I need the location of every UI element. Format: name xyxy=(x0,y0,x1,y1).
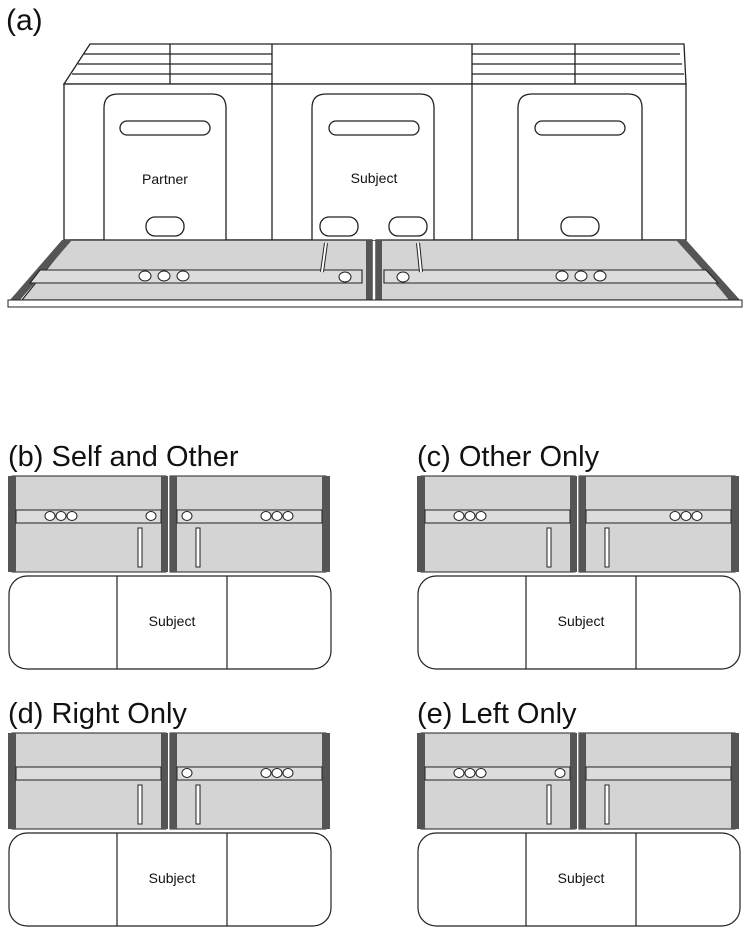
subject-label: Subject xyxy=(149,613,196,629)
partner-label: Partner xyxy=(142,171,188,187)
food-pellet xyxy=(282,768,294,778)
food-pellet xyxy=(464,511,476,521)
food-pellets-right xyxy=(396,270,607,283)
tray-edge-bar xyxy=(579,733,586,829)
tray-edge-bar xyxy=(170,733,177,829)
tray-edge-bar xyxy=(322,476,330,572)
panel-c-enclosure: Subject xyxy=(417,575,741,670)
tray-edge-bar xyxy=(8,733,16,829)
food-rail xyxy=(176,766,323,781)
pulling-rod xyxy=(137,527,143,568)
subject-label: Subject xyxy=(558,870,605,886)
food-pellet xyxy=(181,768,193,778)
tray-edge-bar xyxy=(322,733,330,829)
left-tray xyxy=(10,239,373,302)
panel-e-right-tray xyxy=(578,732,739,830)
enclosure-roof xyxy=(62,43,687,85)
enclosure-outline xyxy=(8,832,332,927)
panel-e-label: (e) Left Only xyxy=(417,698,577,730)
pulling-rod xyxy=(604,527,610,568)
pulling-rod xyxy=(546,784,552,825)
food-pellet xyxy=(464,768,476,778)
food-pellet xyxy=(145,511,157,521)
food-pellet xyxy=(453,511,465,521)
food-rail xyxy=(585,766,732,781)
tray-edge-bar xyxy=(161,733,168,829)
food-pellet xyxy=(669,511,681,521)
panel-c-right-tray xyxy=(578,475,739,573)
food-pellet xyxy=(181,511,193,521)
panel-a-label: (a) xyxy=(6,4,43,37)
right-tray xyxy=(375,239,740,302)
subject-label: Subject xyxy=(351,170,398,186)
pulling-rod xyxy=(195,527,201,568)
food-rail xyxy=(176,509,323,524)
food-pellet xyxy=(282,511,294,521)
panel-d-enclosure: Subject xyxy=(8,832,332,927)
panel-b-label: (b) Self and Other xyxy=(8,441,239,473)
pulling-rod xyxy=(604,784,610,825)
food-pellet xyxy=(691,511,703,521)
food-pellet xyxy=(271,768,283,778)
panel-c-label: (c) Other Only xyxy=(417,441,600,473)
food-pellet xyxy=(554,768,566,778)
food-rail xyxy=(424,766,571,781)
food-rail xyxy=(15,509,162,524)
food-pellets-left xyxy=(138,270,352,283)
tray-edge-bar xyxy=(161,476,168,572)
tray-edge-bar xyxy=(579,476,586,572)
tray-edge-bar xyxy=(731,476,739,572)
panel-b-left-tray xyxy=(8,475,168,573)
enclosure-outline xyxy=(8,575,332,670)
subject-door xyxy=(311,93,435,240)
food-pellet xyxy=(680,511,692,521)
panel-b-enclosure: Subject xyxy=(8,575,332,670)
food-pellet xyxy=(271,511,283,521)
tray-edge-bar xyxy=(570,476,577,572)
tray-edge-bar xyxy=(570,733,577,829)
panel-c-left-tray xyxy=(417,475,577,573)
food-rail xyxy=(585,509,732,524)
food-pellet xyxy=(44,511,56,521)
food-pellet xyxy=(475,511,487,521)
food-rail xyxy=(15,766,162,781)
food-rail xyxy=(424,509,571,524)
panel-b-right-tray xyxy=(169,475,330,573)
pulling-rod xyxy=(546,527,552,568)
tray-edge-bar xyxy=(731,733,739,829)
panel-d-left-tray xyxy=(8,732,168,830)
pulling-rod xyxy=(137,784,143,825)
tray-edge-bar xyxy=(417,476,425,572)
pulling-rod xyxy=(195,784,201,825)
panel-d-right-tray xyxy=(169,732,330,830)
food-pellet xyxy=(66,511,78,521)
food-pellet xyxy=(55,511,67,521)
tray-edge-bar xyxy=(417,733,425,829)
subject-label: Subject xyxy=(558,613,605,629)
panel-d-label: (d) Right Only xyxy=(8,698,187,730)
food-pellet xyxy=(260,511,272,521)
panel-a: (a) Partner xyxy=(6,4,743,308)
food-pellet xyxy=(260,768,272,778)
food-pellet xyxy=(475,768,487,778)
food-pellet xyxy=(453,768,465,778)
empty-door xyxy=(517,93,643,240)
tray-edge-bar xyxy=(8,476,16,572)
enclosure-outline xyxy=(417,575,741,670)
tray-edge-bar xyxy=(170,476,177,572)
panel-e-enclosure: Subject xyxy=(417,832,741,927)
enclosure-outline xyxy=(417,832,741,927)
subject-label: Subject xyxy=(149,870,196,886)
partner-door xyxy=(103,93,227,240)
panel-e-left-tray xyxy=(417,732,577,830)
